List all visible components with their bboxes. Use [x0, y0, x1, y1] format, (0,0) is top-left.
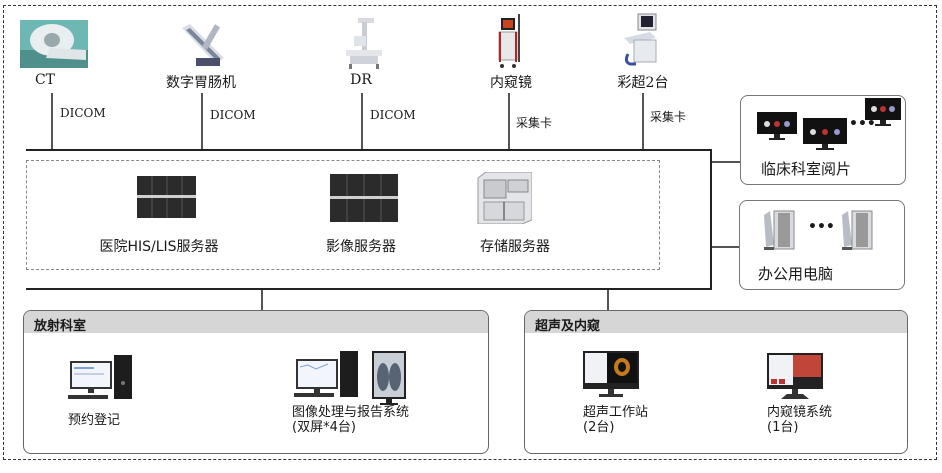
- link-line-dr: [361, 93, 363, 150]
- link-line-radiology: [261, 290, 263, 310]
- workstation-label: 图像处理与报告系统: [292, 405, 410, 420]
- device-label-gi: 数字胃肠机: [166, 75, 236, 91]
- workstation-sublabel: (2台): [583, 420, 615, 435]
- device-label-endo: 内窥镜: [490, 75, 532, 91]
- device-label-ct: CT: [34, 72, 56, 88]
- link-line-endo: [508, 93, 510, 150]
- clinical-viewing-label: 临床科室阅片: [761, 160, 852, 178]
- server-label-his-lis: 医院HIS/LIS服务器: [99, 239, 219, 255]
- workstation-sublabel: (双屏*4台): [292, 420, 356, 435]
- link-label-endo: 采集卡: [516, 116, 553, 130]
- ultrasound-workstation-icon: [583, 351, 639, 397]
- office-pc-label: 办公用电脑: [758, 265, 834, 283]
- radiology-dept-title: 放射科室: [24, 311, 488, 334]
- monitor-icon: [865, 98, 901, 126]
- link-label-us: 采集卡: [650, 110, 687, 124]
- workstation-label: 预约登记: [68, 413, 121, 428]
- desktop-pc-icon: [842, 210, 873, 250]
- link-line-us: [642, 93, 644, 150]
- tower-server-icon: [477, 172, 532, 224]
- endoscope-workstation-icon: [767, 353, 823, 399]
- workstation-icon: [68, 355, 132, 399]
- rack-server-icon: [330, 174, 398, 222]
- dr-xray-icon: [346, 18, 382, 69]
- us-endo-dept-box: 超声及内窥 超声工作站 (2台) 内窥镜系统 (1台): [524, 310, 908, 454]
- radiology-dept-box: 放射科室 预约登记 图像处理与报告系统 (双屏*4台): [23, 310, 489, 454]
- link-line-ct: [51, 93, 53, 150]
- device-label-us: 彩超2台: [617, 75, 669, 91]
- monitor-icon: [757, 112, 797, 140]
- backbone-right-line: [710, 149, 712, 290]
- workstation-label: 内窥镜系统: [767, 405, 833, 420]
- link-line-gi: [201, 93, 203, 150]
- link-line-us-endo: [607, 290, 609, 310]
- device-label-dr: DR: [350, 72, 372, 88]
- backbone-bottom-line: [26, 288, 712, 290]
- backbone-top-line: [26, 149, 712, 151]
- rack-server-icon: [137, 176, 196, 218]
- workstation-label: 超声工作站: [583, 405, 649, 420]
- endoscope-cart-icon: [498, 14, 520, 68]
- clinical-viewing-box: ••• 临床科室阅片: [740, 95, 906, 185]
- server-label-imaging: 影像服务器: [326, 239, 396, 255]
- ct-scanner-icon: [20, 20, 88, 68]
- link-label-dr: DICOM: [370, 108, 416, 122]
- office-pc-box: ••• 办公用电脑: [739, 200, 905, 290]
- ultrasound-machine-icon: [624, 13, 657, 66]
- us-endo-dept-title: 超声及内窥: [525, 311, 907, 334]
- digital-gi-machine-icon: [182, 24, 224, 66]
- server-room-dashed-box: [26, 160, 660, 270]
- reporting-workstation-icon: [294, 351, 406, 405]
- monitor-icon: [803, 118, 847, 150]
- server-label-storage: 存储服务器: [480, 239, 550, 255]
- workstation-sublabel: (1台): [767, 420, 799, 435]
- link-line-office: [712, 246, 740, 248]
- outer-dashed-frame: [3, 5, 937, 460]
- link-label-ct: DICOM: [60, 106, 106, 120]
- desktop-pc-icon: [764, 210, 795, 250]
- link-line-clinical: [712, 161, 740, 163]
- ellipsis: •••: [808, 219, 835, 235]
- link-label-gi: DICOM: [210, 108, 256, 122]
